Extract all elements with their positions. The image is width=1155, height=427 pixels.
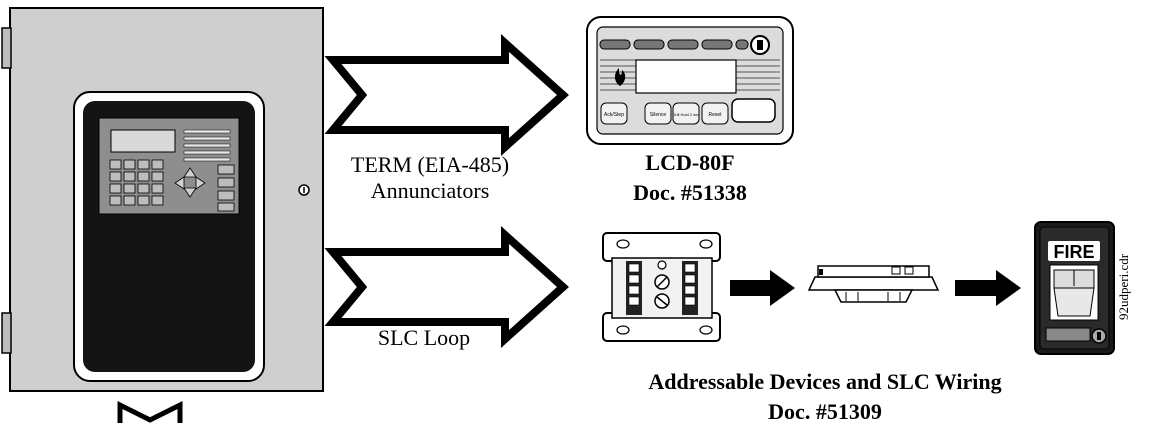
hinge-bottom-icon	[1, 312, 12, 354]
lcd-model-label: LCD-80F	[645, 150, 735, 175]
panel-arrow-keys	[174, 167, 206, 198]
lcd-caption: LCD-80F Doc. #51338	[590, 148, 790, 208]
file-code-label: 92udperi.cdr	[1116, 253, 1131, 320]
fire-sign-text: FIRE	[1053, 242, 1094, 262]
slc-solid-arrow-2	[955, 270, 1021, 306]
lcd-doc-label: Doc. #51338	[633, 180, 747, 205]
slc-hollow-arrow	[324, 226, 569, 348]
fire-alarm-control-panel	[1, 7, 324, 392]
hinge-top-icon	[1, 27, 12, 69]
addressable-module	[602, 232, 721, 342]
term-label-line2: Annunciators	[370, 178, 490, 203]
logo-fragment-icon	[117, 400, 183, 423]
slc-loop-label: SLC Loop	[377, 325, 471, 350]
fire-led-icon	[614, 68, 626, 86]
silence-button-label: Silence	[650, 112, 667, 118]
slc-caption: Addressable Devices and SLC Wiring Doc. …	[600, 367, 1050, 427]
annunciator-lcd-window	[635, 59, 737, 94]
lcd-80f-annunciator: Ack/Step Silence Drill Hold 2 sec Reset	[586, 16, 794, 145]
manual-pull-station: FIRE	[1034, 221, 1115, 355]
reset-button-label: Reset	[708, 112, 722, 118]
slc-doc-label: Doc. #51309	[768, 399, 882, 424]
fire-sign	[1048, 241, 1100, 261]
panel-lcd-display	[110, 129, 176, 153]
term-label: TERM (EIA-485) Annunciators	[334, 152, 526, 204]
ack-step-button-label: Ack/Step	[604, 112, 624, 118]
term-hollow-arrow	[324, 34, 569, 156]
smoke-detector	[807, 265, 940, 303]
slc-solid-arrow-1	[730, 270, 795, 306]
slc-title-label: Addressable Devices and SLC Wiring	[648, 369, 1002, 394]
drill-button-label: Drill Hold 2 sec	[673, 112, 700, 117]
term-label-line1: TERM (EIA-485)	[350, 152, 510, 177]
panel-keypad	[109, 159, 164, 206]
